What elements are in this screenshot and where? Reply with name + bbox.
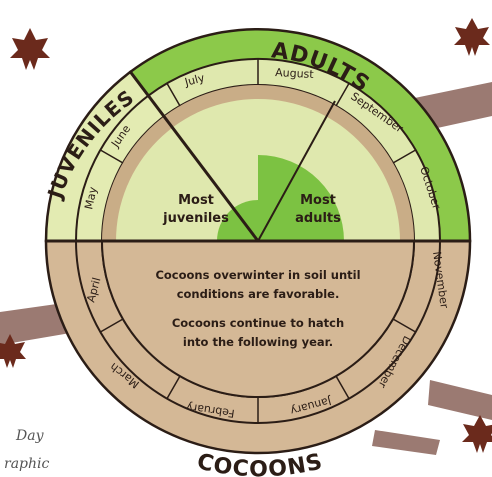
most-adults-line1: Most xyxy=(300,193,336,208)
most-juveniles-line1: Most xyxy=(178,193,214,208)
leaf-icon xyxy=(462,415,492,453)
cocoon-text-line1: Cocoons overwinter in soil until xyxy=(155,268,360,282)
credit-line2: raphic xyxy=(4,456,49,472)
branch-bottom xyxy=(372,430,440,455)
most-juveniles-line2: juveniles xyxy=(162,211,229,226)
credit-line1: Day xyxy=(15,428,45,444)
leaf-icon xyxy=(10,28,50,70)
leaf-icon xyxy=(454,18,490,56)
cocoon-text-line3: Cocoons continue to hatch xyxy=(172,316,344,330)
cocoon-text-line4: into the following year. xyxy=(183,335,333,349)
cocoon-text-line2: conditions are favorable. xyxy=(177,287,340,301)
branch-right-bottom xyxy=(428,380,492,420)
most-adults-line2: adults xyxy=(295,211,341,226)
